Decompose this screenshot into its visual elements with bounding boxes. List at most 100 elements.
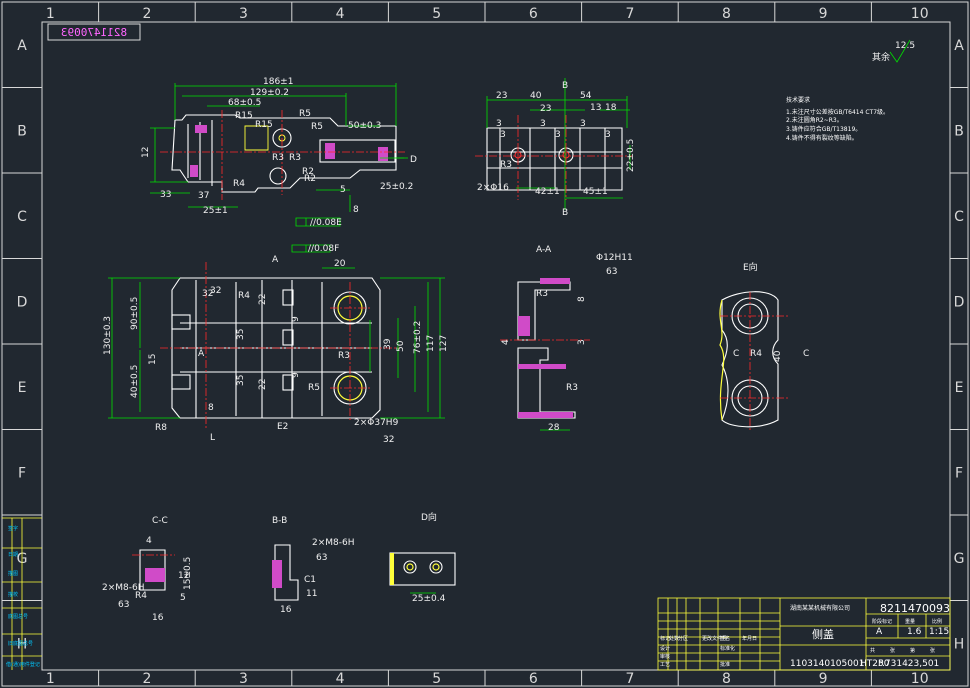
- svg-text:底图总号: 底图总号: [8, 613, 28, 620]
- svg-text:描校: 描校: [8, 591, 18, 598]
- svg-text:A: A: [198, 349, 205, 359]
- svg-text:32: 32: [202, 289, 213, 299]
- svg-text:C: C: [733, 349, 739, 359]
- svg-text:2×Φ16: 2×Φ16: [477, 183, 509, 193]
- svg-text:描图: 描图: [8, 570, 18, 577]
- svg-text:54: 54: [580, 91, 592, 101]
- svg-text:阶段标记: 阶段标记: [872, 618, 892, 625]
- svg-text:63: 63: [606, 267, 617, 277]
- column-mark-bottom: 8: [722, 671, 731, 687]
- svg-text:3: 3: [540, 119, 546, 129]
- svg-text:9: 9: [291, 372, 301, 378]
- svg-text:8: 8: [208, 403, 214, 413]
- svg-text:A-A: A-A: [536, 245, 552, 255]
- svg-text:R3: R3: [338, 351, 350, 361]
- svg-text:3: 3: [580, 119, 586, 129]
- svg-text:40: 40: [530, 91, 542, 101]
- row-mark-right: G: [954, 551, 965, 567]
- svg-text:1103140105001: 1103140105001: [790, 659, 864, 669]
- svg-text:8: 8: [577, 296, 587, 302]
- svg-text:23: 23: [496, 91, 507, 101]
- svg-text:186±1: 186±1: [263, 77, 293, 87]
- svg-text:18: 18: [605, 103, 617, 113]
- svg-text:R3: R3: [536, 289, 548, 299]
- svg-text:R5: R5: [299, 109, 311, 119]
- row-mark-left: F: [18, 465, 26, 481]
- svg-text:1.6: 1.6: [907, 627, 922, 637]
- column-mark-top: 4: [336, 6, 345, 22]
- corner-number-box: [47, 23, 141, 41]
- column-mark-top: 5: [432, 6, 441, 22]
- svg-text:22: 22: [258, 294, 268, 305]
- svg-text:D: D: [410, 155, 417, 165]
- svg-text:L: L: [210, 433, 215, 443]
- section-c-c: C-C 4 12 5 2×M8-6H R4 63 16 15±0.5: [102, 516, 193, 623]
- inner-border: [41, 21, 951, 671]
- svg-text:35: 35: [236, 375, 246, 386]
- column-mark-bottom: 5: [432, 671, 441, 687]
- column-mark-bottom: 7: [625, 671, 634, 687]
- svg-text:R2: R2: [302, 167, 314, 177]
- svg-text:23: 23: [540, 104, 551, 114]
- svg-text:Φ12H11: Φ12H11: [596, 253, 633, 263]
- svg-text:5: 5: [180, 593, 186, 603]
- column-mark-top: 7: [625, 6, 634, 22]
- row-mark-right: A: [954, 38, 964, 54]
- svg-text:4: 4: [501, 339, 511, 345]
- svg-text:2.未注圆角R2~R3。: 2.未注圆角R2~R3。: [786, 116, 843, 124]
- svg-text:张: 张: [930, 647, 935, 654]
- svg-text:3: 3: [577, 339, 587, 345]
- column-mark-bottom: 10: [911, 671, 929, 687]
- svg-text:湖南某某机械有限公司: 湖南某某机械有限公司: [790, 604, 850, 612]
- row-mark-right: C: [954, 209, 964, 225]
- svg-text:R4: R4: [750, 349, 762, 359]
- svg-text:117: 117: [426, 335, 436, 352]
- svg-text:5: 5: [340, 185, 346, 195]
- svg-text:A: A: [272, 255, 279, 265]
- svg-text:127: 127: [439, 335, 449, 352]
- svg-text:90±0.5: 90±0.5: [130, 297, 140, 330]
- view-e: E向 R4 40 C C: [719, 261, 809, 430]
- svg-text:8: 8: [353, 205, 359, 215]
- svg-text:借(通)用件登记: 借(通)用件登记: [6, 661, 40, 668]
- svg-text:42±1: 42±1: [535, 187, 560, 197]
- column-mark-top: 6: [529, 6, 538, 22]
- section-b-b: B-B 2×M8-6H 63 11 16 C1: [272, 516, 355, 615]
- svg-text:技术要求: 技术要求: [786, 96, 810, 104]
- svg-text:32: 32: [383, 435, 394, 445]
- svg-text:1.未注尺寸公差按GB/T6414 CT7级。: 1.未注尺寸公差按GB/T6414 CT7级。: [786, 108, 889, 116]
- svg-text:设计: 设计: [660, 645, 670, 652]
- svg-text:12.5: 12.5: [895, 41, 915, 51]
- svg-text:工艺: 工艺: [660, 662, 670, 668]
- svg-text:R15: R15: [255, 120, 273, 130]
- svg-text://0.08E: //0.08E: [310, 218, 342, 228]
- row-mark-left: E: [18, 380, 27, 396]
- svg-text:2×Φ37H9: 2×Φ37H9: [354, 418, 399, 428]
- svg-text:日期: 日期: [8, 552, 18, 558]
- svg-text:129±0.2: 129±0.2: [250, 88, 289, 98]
- svg-text://0.08F: //0.08F: [308, 244, 339, 254]
- svg-text:12: 12: [178, 571, 189, 581]
- svg-text:B: B: [562, 81, 568, 91]
- column-mark-top: 3: [239, 6, 248, 22]
- svg-text:比例: 比例: [932, 618, 942, 625]
- svg-text:40±0.5: 40±0.5: [130, 365, 140, 398]
- svg-text:P.731423,501: P.731423,501: [878, 659, 939, 669]
- svg-text:63: 63: [316, 553, 327, 563]
- svg-text:28: 28: [548, 423, 560, 433]
- svg-text:HT250: HT250: [860, 659, 890, 669]
- svg-text:R4: R4: [238, 291, 250, 301]
- side-view: 23 40 54 23 13 18 3 3 3 3 3 3 R3 2×Φ16 4…: [475, 78, 636, 218]
- svg-text:50±0.3: 50±0.3: [348, 121, 381, 131]
- svg-text:45±1: 45±1: [583, 187, 608, 197]
- column-mark-bottom: 3: [239, 671, 248, 687]
- svg-text:E向: E向: [743, 261, 758, 273]
- row-mark-right: F: [955, 465, 963, 481]
- svg-text:其余: 其余: [872, 51, 890, 63]
- side-panel: 签字 日期 描图 描校 底图总号 旧底图总号 借(通)用件登记: [2, 517, 42, 670]
- svg-text:1:15: 1:15: [929, 627, 949, 637]
- column-mark-top: 9: [819, 6, 828, 22]
- svg-text:50: 50: [396, 340, 406, 352]
- row-mark-right: B: [954, 123, 964, 139]
- svg-text:3: 3: [605, 130, 611, 140]
